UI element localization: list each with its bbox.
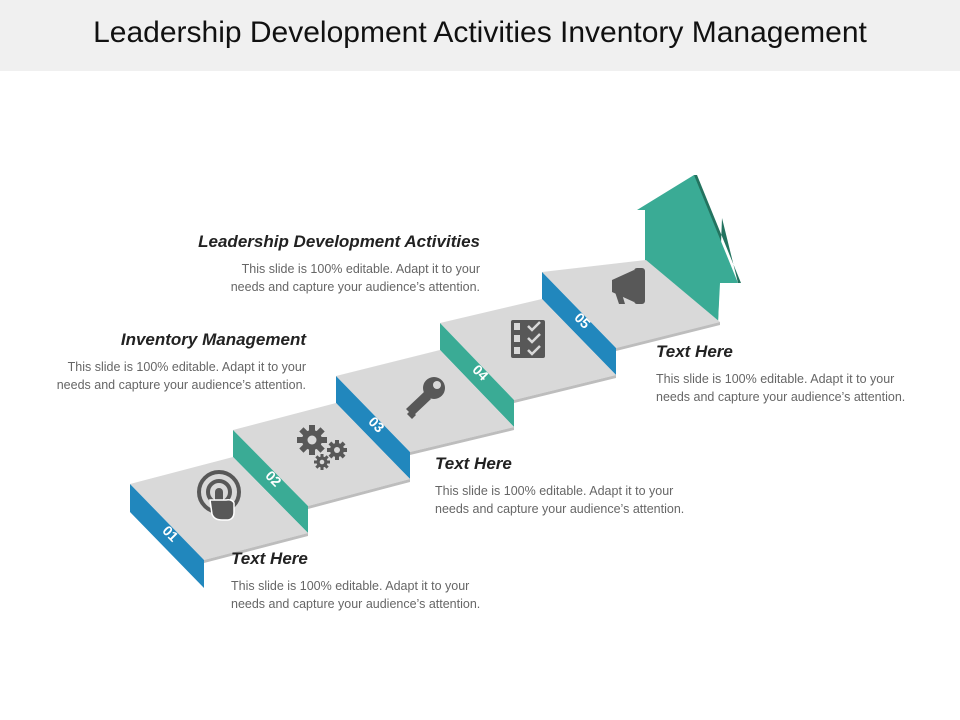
- text-block-heading: Text Here: [231, 549, 308, 568]
- megaphone-icon: [612, 268, 645, 304]
- step-04-riser: [440, 323, 514, 427]
- text-block-body: This slide is 100% editable. Adapt it to…: [435, 484, 685, 516]
- checklist-icon: [511, 320, 545, 358]
- title-bar: [0, 0, 960, 71]
- text-block-inventory: Inventory Management This slide is 100% …: [40, 330, 306, 394]
- text-block-body: This slide is 100% editable. Adapt it to…: [230, 262, 480, 294]
- text-block-heading: Text Here: [656, 342, 733, 361]
- key-icon: [406, 377, 445, 419]
- text-block-heading: Inventory Management: [120, 330, 306, 349]
- step-01-riser: [130, 484, 204, 588]
- text-block-body: This slide is 100% editable. Adapt it to…: [56, 360, 306, 392]
- touch-icon: [197, 470, 241, 521]
- step-05-tread: [542, 260, 720, 348]
- text-block-leadership: Leadership Development Activities This s…: [160, 232, 480, 296]
- text-block-heading: Text Here: [435, 454, 512, 473]
- text-block-step-05: Text Here This slide is 100% editable. A…: [656, 342, 926, 406]
- step-05: 05: [542, 260, 720, 375]
- step-05-riser: [542, 272, 616, 375]
- text-block-step-03: Text Here This slide is 100% editable. A…: [435, 454, 705, 518]
- arrow-up: [637, 175, 741, 322]
- text-block-body: This slide is 100% editable. Adapt it to…: [231, 579, 481, 611]
- step-02-riser: [233, 430, 308, 533]
- text-block-step-01: Text Here This slide is 100% editable. A…: [231, 549, 501, 613]
- step-03-riser: [336, 376, 410, 479]
- gears-icon: [297, 425, 347, 470]
- text-block-heading: Leadership Development Activities: [198, 232, 480, 251]
- text-block-body: This slide is 100% editable. Adapt it to…: [656, 372, 906, 404]
- slide-title: Leadership Development Activities Invent…: [93, 16, 867, 49]
